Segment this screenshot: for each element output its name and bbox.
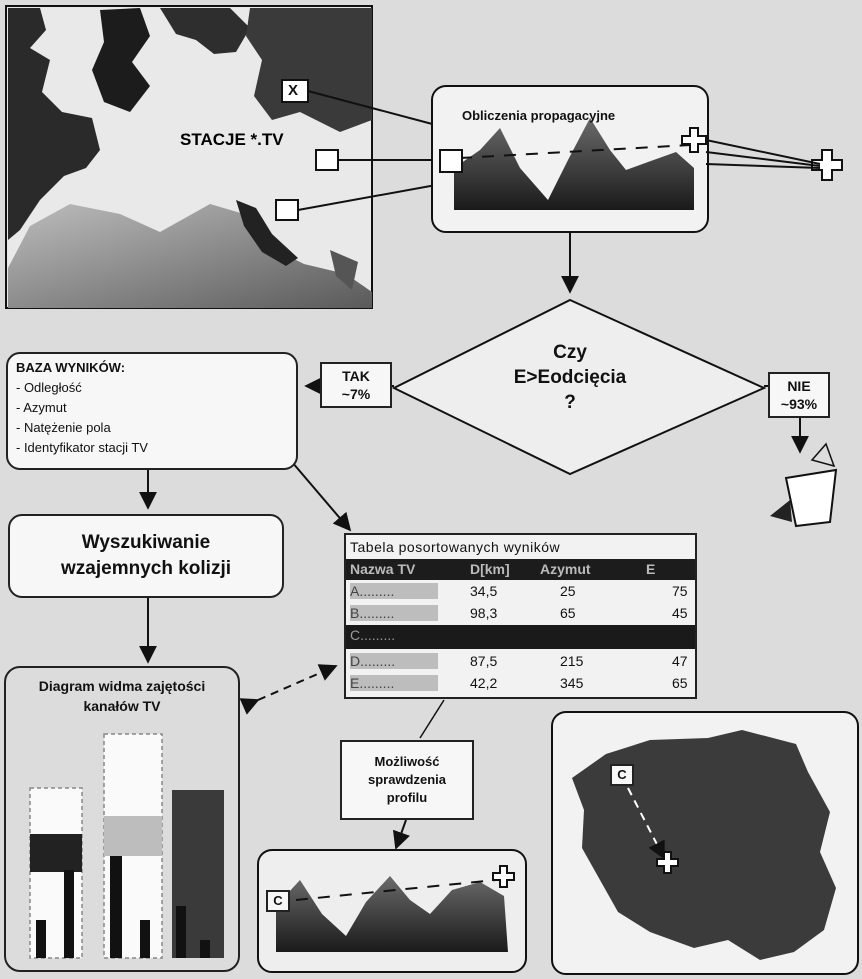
table-row: D......... 87,5 215 47 xyxy=(346,651,695,672)
propagation-title: Obliczenia propagacyjne xyxy=(462,108,616,123)
spectrum-title: Diagram widma zajętości kanałów TV xyxy=(38,678,206,714)
spectrum-diagram-box xyxy=(4,666,240,972)
table-cell-e: 75 xyxy=(672,583,688,599)
table-header: Azymut xyxy=(540,561,591,577)
table-header: Nazwa TV xyxy=(350,561,416,577)
branch-yes-label: TAK~7% xyxy=(320,362,392,408)
decision-line1: Czy xyxy=(553,342,587,363)
profile-check-label: Możliwość sprawdzenia profilu xyxy=(340,740,474,820)
table-header: E xyxy=(646,561,656,577)
table-cell-d: 98,3 xyxy=(470,605,498,621)
table-header-row: Nazwa TV D[km] Azymut E xyxy=(346,559,695,580)
table-cell-e: 65 xyxy=(672,675,688,691)
results-database-title: BAZA WYNIKÓW: xyxy=(16,360,126,375)
decision-line3: ? xyxy=(564,392,576,413)
poland-map xyxy=(551,711,859,975)
results-item: - Identyfikator stacji TV xyxy=(16,440,148,455)
europe-map xyxy=(5,5,373,309)
station-marker-x: X xyxy=(288,82,299,99)
decision-diamond xyxy=(391,298,767,476)
trash-can-icon xyxy=(770,442,838,528)
table-cell-name: E......... xyxy=(350,675,438,691)
sorted-results-table: Tabela posortowanych wyników Nazwa TV D[… xyxy=(344,533,697,699)
decision-text: Czy E>Eodcięcia ? xyxy=(480,340,660,415)
table-cell-az: 345 xyxy=(560,675,584,691)
table-cell-name: B......... xyxy=(350,605,438,621)
decision-line2: E>Eodcięcia xyxy=(513,367,627,388)
table-cell-name: C......... xyxy=(350,627,396,643)
results-item: - Natężenie pola xyxy=(16,420,111,435)
profile-marker-c: C xyxy=(266,890,290,912)
table-cell-d: 42,2 xyxy=(470,675,498,691)
table-row: A......... 34,5 25 75 xyxy=(346,581,695,602)
table-cell-az: 215 xyxy=(560,653,584,669)
collision-search-box: Wyszukiwanie wzajemnych kolizji xyxy=(8,514,284,598)
table-cell-e: 47 xyxy=(672,653,688,669)
branch-no-label: NIE~93% xyxy=(768,372,830,418)
table-cell-d: 34,5 xyxy=(470,583,498,599)
results-database: BAZA WYNIKÓW: - Odległość - Azymut - Nat… xyxy=(6,352,298,470)
table-title: Tabela posortowanych wyników xyxy=(350,539,561,555)
table-row-highlighted: C......... xyxy=(346,625,695,649)
table-cell-az: 65 xyxy=(560,605,576,621)
results-item: - Azymut xyxy=(16,400,67,415)
table-header: D[km] xyxy=(470,561,510,577)
propagation-box xyxy=(431,85,709,233)
table-cell-d: 87,5 xyxy=(470,653,498,669)
results-item: - Odległość xyxy=(16,380,82,395)
table-cell-e: 45 xyxy=(672,605,688,621)
poland-marker-c: C xyxy=(610,764,634,786)
table-cell-az: 25 xyxy=(560,583,576,599)
spectrum-bars xyxy=(29,733,224,959)
table-cell-name: A......... xyxy=(350,583,438,599)
table-row: B......... 98,3 65 45 xyxy=(346,603,695,624)
table-cell-name: D......... xyxy=(350,653,438,669)
stations-label: STACJE *.TV xyxy=(180,130,284,149)
profile-box xyxy=(257,849,527,973)
table-row: E......... 42,2 345 65 xyxy=(346,673,695,694)
